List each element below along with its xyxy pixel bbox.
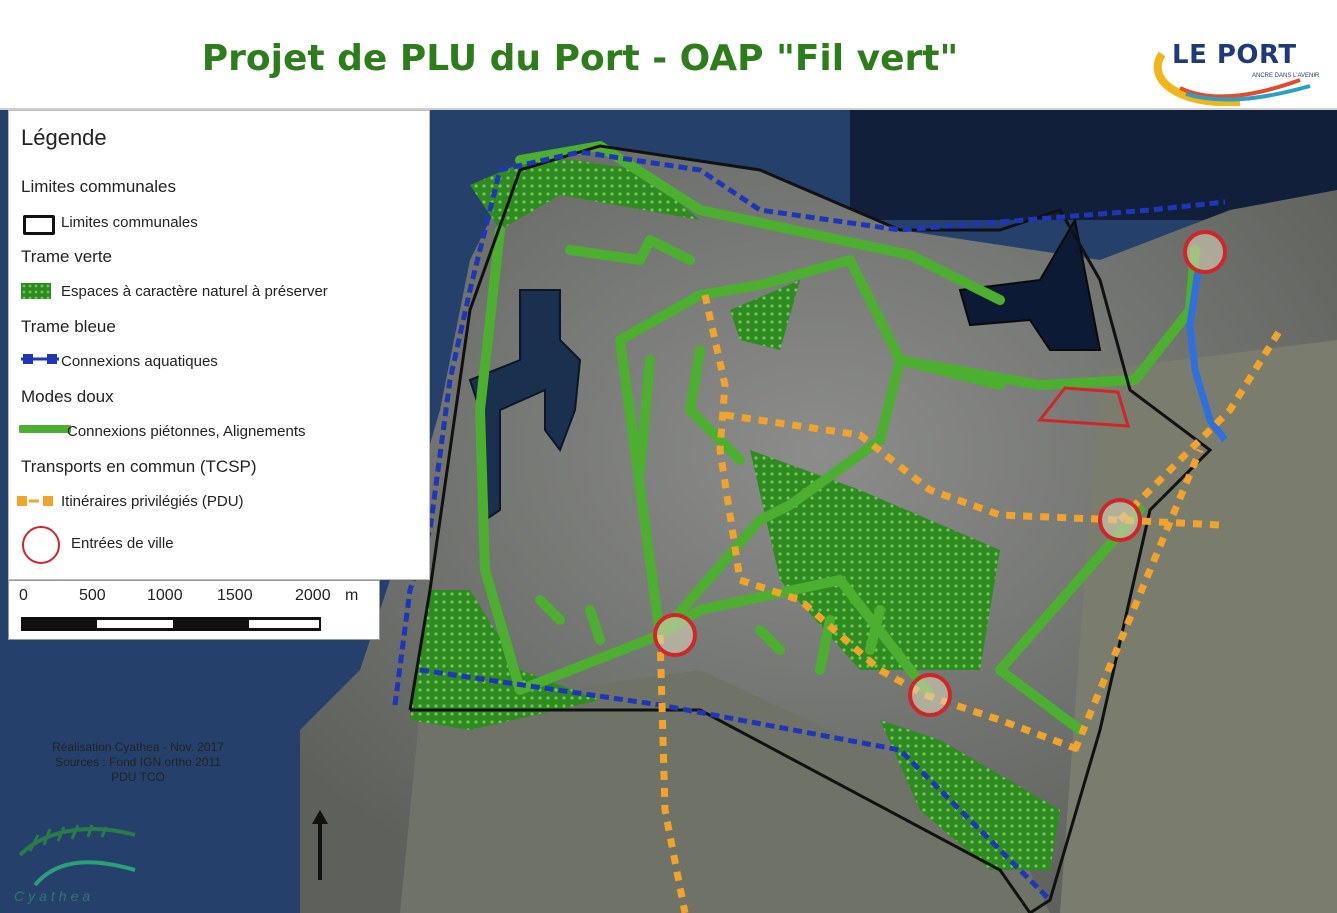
title-bar: Projet de PLU du Port - OAP "Fil vert" L… (0, 0, 1337, 110)
aquatic-symbol (21, 354, 59, 364)
legend-item: Limites communales (61, 214, 198, 231)
scale-unit: m (345, 587, 359, 604)
legend-section-header: Trame bleue (21, 317, 116, 336)
circle-entry-icon (22, 526, 60, 564)
cyathea-fern-logo (18, 824, 136, 887)
legend-heading: Légende (21, 125, 107, 150)
east-harbour (958, 217, 1102, 351)
credits: Réalisation Cyathea - Nov. 2017 Sources … (8, 740, 268, 785)
pedestrian-symbol (19, 425, 71, 433)
green-area-west (410, 590, 600, 730)
east-hills-area (1060, 340, 1337, 913)
scale-tick: 1500 (217, 587, 253, 604)
circle-entry-icon[interactable] (1098, 498, 1142, 542)
circle-entry-icon[interactable] (653, 613, 697, 657)
credit-line: PDU TCO (111, 770, 165, 784)
legend-item: Entrées de ville (71, 535, 174, 552)
logo-name: LE PORT (1172, 40, 1297, 70)
green-area-south (880, 720, 1060, 870)
circle-entry-icon[interactable] (908, 673, 952, 717)
scale-tick: 2000 (295, 587, 331, 604)
aquatic-connections[interactable] (392, 149, 1226, 902)
south-land-area (400, 670, 1050, 913)
legend-item: Espaces à caractère naturel à préserver (61, 283, 328, 300)
scale-tick: 1000 (147, 587, 183, 604)
scale-bar: 0 500 1000 1500 2000 m (8, 580, 380, 640)
legend-item: Connexions aquatiques (61, 353, 218, 370)
boundary-symbol (23, 215, 55, 235)
logo-tagline: ANCRE DANS L'AVENIR (1252, 73, 1320, 79)
scale-bar-graphic (21, 617, 321, 631)
city-entries[interactable] (653, 230, 1227, 717)
pedestrian-network (475, 141, 1200, 735)
legend-section-header: Transports en commun (TCSP) (21, 457, 257, 476)
river (1186, 269, 1228, 443)
map-title: Projet de PLU du Port - OAP "Fil vert" (201, 38, 959, 79)
le-port-logo (1153, 51, 1311, 106)
open-sea-area (850, 110, 1337, 220)
scale-tick: 500 (79, 587, 106, 604)
legend-item: Itinéraires privilégiés (PDU) (61, 493, 244, 510)
legend-section-header: Modes doux (21, 387, 114, 406)
transit-routes[interactable] (656, 294, 1283, 913)
map-area (0, 110, 1337, 913)
red-parcel (1037, 386, 1131, 428)
legend-section-header: Trame verte (21, 247, 113, 266)
credit-line: Sources : Fond IGN ortho 2011 (55, 755, 221, 769)
west-harbour (468, 289, 582, 522)
legend: Légende Limites communales Limites commu… (8, 110, 430, 580)
map-canvas[interactable] (0, 110, 1337, 913)
green-area-center (750, 450, 1000, 670)
green-space-symbol (21, 283, 51, 299)
legend-section-header: Limites communales (21, 177, 176, 196)
scale-tick: 0 (19, 587, 28, 604)
cyathea-wordmark: Cyathea (14, 888, 95, 904)
green-area-north (730, 280, 800, 350)
north-arrow-icon (312, 810, 328, 880)
transit-symbol (17, 496, 53, 506)
commune-boundary[interactable] (408, 144, 1213, 913)
credit-line: Réalisation Cyathea - Nov. 2017 (52, 740, 224, 754)
legend-item: Connexions piétonnes, Alignements (67, 423, 306, 440)
circle-entry-icon[interactable] (1183, 230, 1227, 274)
